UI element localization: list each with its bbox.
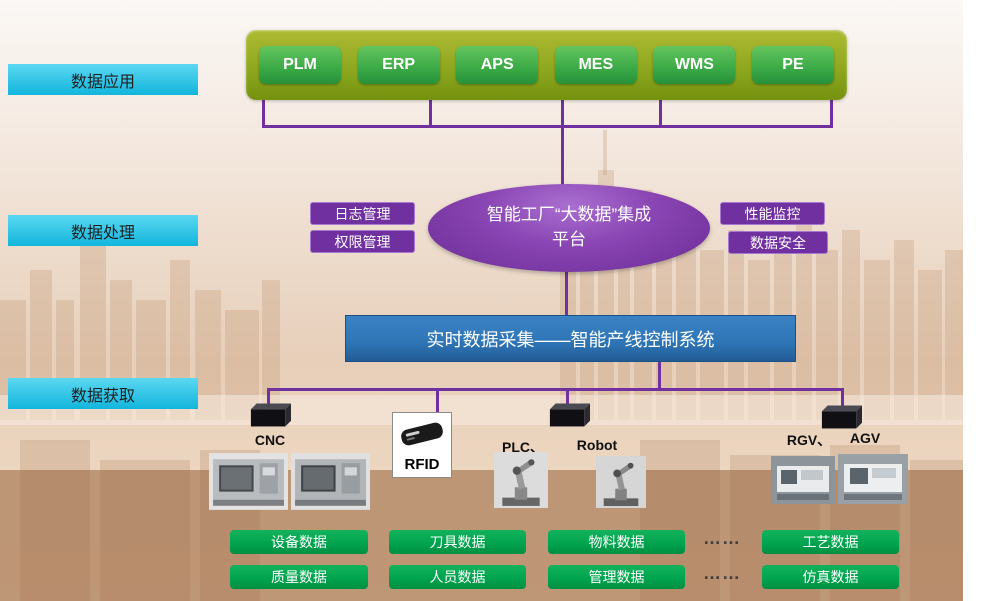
app-button-pe: PE: [751, 46, 834, 84]
app-button-mes: MES: [554, 46, 637, 84]
connector-line: [566, 388, 569, 404]
rgv-controller-box-icon: [820, 403, 862, 431]
platform-title-line1: 智能工厂“大数据”集成: [486, 205, 652, 225]
cnc-controller-box-icon: [249, 401, 291, 429]
rfid-label: RFID: [404, 456, 440, 473]
data-button-process: 工艺数据: [762, 530, 899, 554]
device-label-plc: PLC、: [502, 439, 544, 455]
layer-label-data-acquisition: 数据获取: [8, 378, 198, 409]
device-label-rgv: RGV、: [786, 432, 832, 448]
realtime-data-collection-bar: 实时数据采集——智能产线控制系统: [345, 315, 796, 362]
data-button-equipment: 设备数据: [230, 530, 368, 554]
big-data-platform-ellipse: 智能工厂“大数据”集成 平台: [428, 184, 710, 272]
agv-photo: [838, 454, 908, 504]
connector-line: [561, 100, 564, 127]
data-button-management: 管理数据: [548, 565, 685, 589]
platform-box-permission-management: 权限管理: [310, 230, 415, 253]
cnc-machine-photo-1: [209, 453, 288, 510]
plc-controller-box-icon: [548, 401, 590, 429]
robot-arm-photo-2: [596, 456, 646, 508]
ellipsis-row2: ……: [703, 563, 741, 583]
platform-box-log-management: 日志管理: [310, 202, 415, 225]
robot-arm-photo-1: [494, 452, 548, 508]
connector-line: [436, 388, 439, 414]
rgv-photo: [771, 456, 835, 504]
layer-label-data-processing: 数据处理: [8, 215, 198, 246]
app-button-erp: ERP: [357, 46, 440, 84]
device-label-robot: Robot: [576, 437, 618, 453]
connector-bus-bottom: [267, 388, 844, 391]
data-button-personnel: 人员数据: [389, 565, 526, 589]
connector-line: [561, 125, 564, 187]
app-button-plm: PLM: [259, 46, 341, 84]
cnc-machine-photo-2: [291, 453, 370, 510]
connector-line: [830, 100, 833, 127]
application-systems-container: PLM ERP APS MES WMS PE: [246, 30, 847, 100]
connector-line: [429, 100, 432, 127]
platform-title-line2: 平台: [552, 230, 586, 249]
platform-box-data-security: 数据安全: [728, 231, 828, 254]
data-button-material: 物料数据: [548, 530, 685, 554]
device-label-agv: AGV: [849, 430, 881, 446]
layer-label-data-application: 数据应用: [8, 64, 198, 95]
data-button-tool: 刀具数据: [389, 530, 526, 554]
app-button-wms: WMS: [653, 46, 736, 84]
connector-line: [658, 361, 661, 390]
ellipsis-row1: ……: [703, 528, 741, 548]
data-button-simulation: 仿真数据: [762, 565, 899, 589]
connector-line: [262, 100, 265, 127]
device-label-cnc: CNC: [254, 432, 286, 448]
app-button-aps: APS: [456, 46, 539, 84]
connector-line: [565, 268, 568, 316]
rfid-reader-unit: RFID: [392, 412, 452, 478]
connector-line: [267, 388, 270, 406]
connector-line: [659, 100, 662, 127]
data-button-quality: 质量数据: [230, 565, 368, 589]
connector-bus-top: [262, 125, 833, 128]
rfid-reader-icon: [401, 422, 443, 446]
connector-line: [841, 388, 844, 406]
platform-box-performance-monitoring: 性能监控: [720, 202, 825, 225]
